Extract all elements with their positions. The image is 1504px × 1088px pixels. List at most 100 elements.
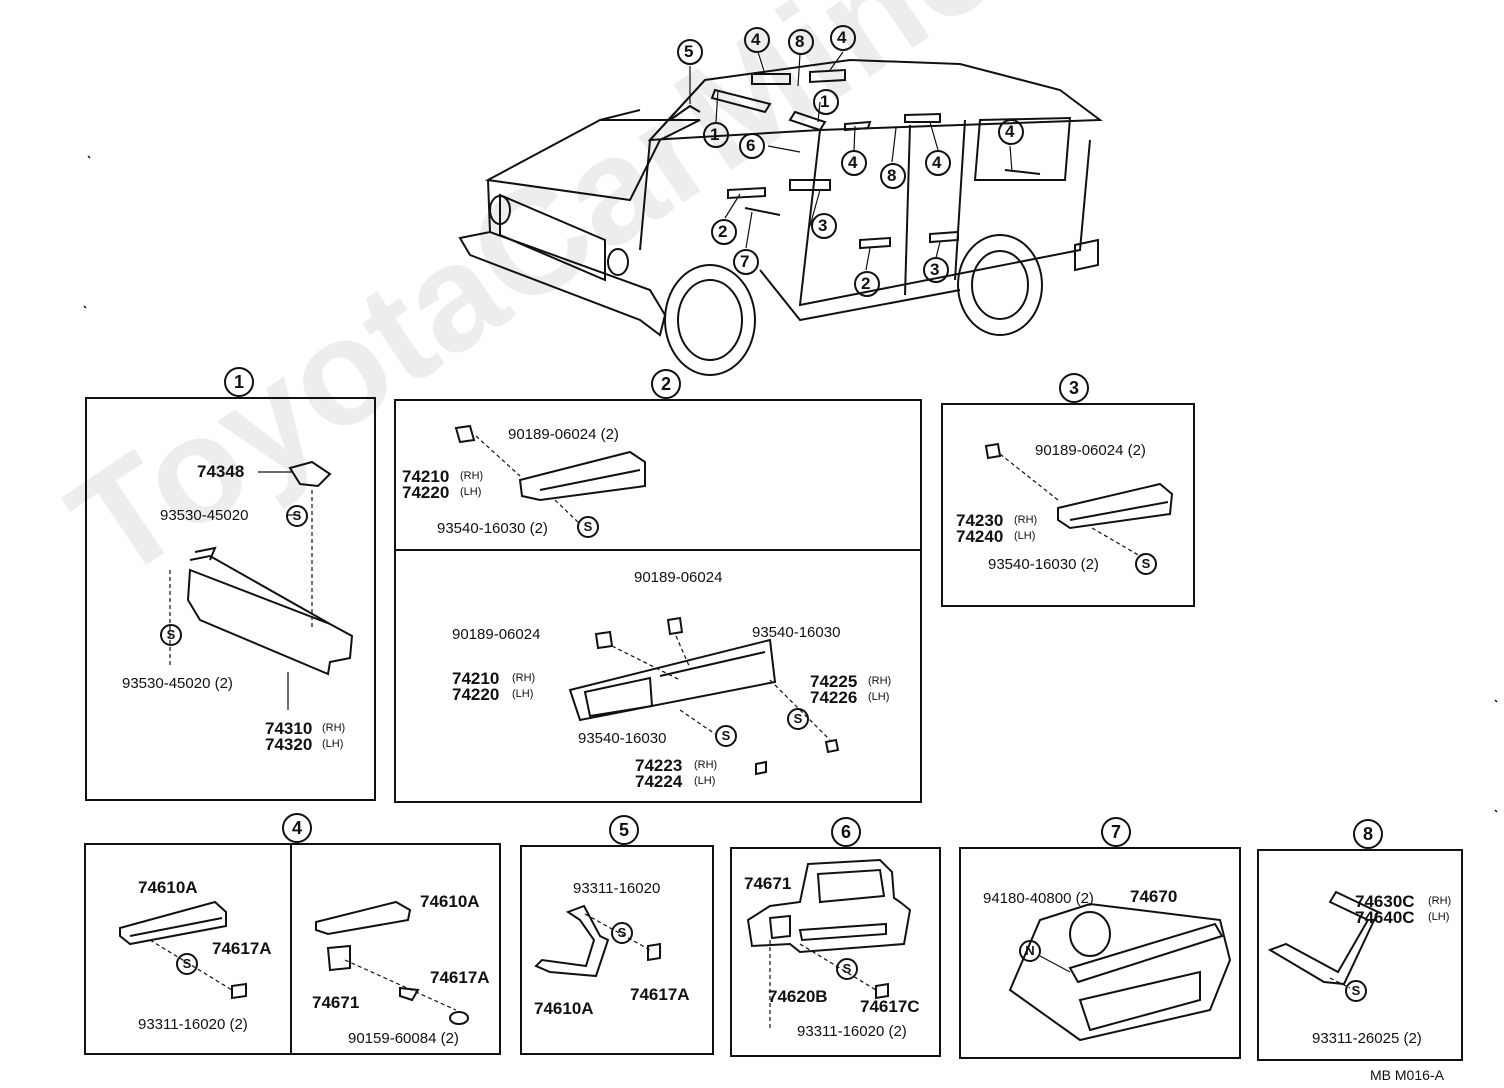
- screw-symbol: S: [787, 708, 809, 730]
- diagram-code: MB M016-A: [1370, 1067, 1444, 1083]
- section1-drawing: [169, 460, 354, 710]
- part-side: (RH): [868, 675, 892, 687]
- callout: 1: [710, 125, 720, 144]
- section3-drawing: [984, 442, 1174, 557]
- callout: 8: [887, 166, 897, 185]
- section6-drawing: [746, 858, 912, 1030]
- screw-symbol: S: [176, 953, 198, 975]
- part-number: 74617A: [630, 985, 690, 1004]
- part-number: 90159-60084 (2): [348, 1030, 459, 1047]
- part-number: 74210: [402, 467, 450, 486]
- callout: 6: [746, 136, 756, 155]
- part-number: 93311-16020 (2): [138, 1016, 248, 1033]
- part-side: (RH): [322, 722, 346, 734]
- part-side: (LH): [512, 688, 534, 700]
- part-number: 74220: [452, 685, 500, 704]
- callout: 4: [837, 28, 847, 47]
- part-side: (RH): [460, 470, 484, 482]
- part-number: 90189-06024: [634, 569, 723, 586]
- section-2-label: 2: [651, 369, 681, 399]
- section-7-label: 7: [1101, 817, 1131, 847]
- part-number: 74224: [635, 772, 683, 791]
- part-number: 74630C: [1355, 892, 1415, 911]
- callout: 4: [751, 30, 761, 49]
- section-5-label: 5: [609, 815, 639, 845]
- section-3-label: 3: [1059, 373, 1089, 403]
- section7-drawing: [1008, 902, 1232, 1042]
- part-number: 90189-06024: [452, 626, 541, 643]
- screw-symbol: S: [160, 624, 182, 646]
- part-side: (LH): [694, 775, 716, 787]
- callout: 4: [848, 153, 858, 172]
- screw-symbol: S: [577, 516, 599, 538]
- callout: 2: [718, 222, 728, 241]
- screw-symbol: S: [1345, 980, 1367, 1002]
- part-number: 93530-45020 (2): [122, 675, 233, 692]
- part-number: 74320: [265, 735, 313, 754]
- nut-symbol: N: [1019, 940, 1041, 962]
- part-number: 74610A: [138, 878, 198, 897]
- part-number: 93540-16030 (2): [437, 520, 548, 537]
- part-number: 74220: [402, 483, 450, 502]
- part-number: 74671: [744, 874, 792, 893]
- callout: 8: [795, 32, 805, 51]
- part-side: (RH): [694, 759, 718, 771]
- callout: 3: [818, 216, 828, 235]
- screw-symbol: S: [611, 922, 633, 944]
- part-number: 93530-45020: [160, 507, 249, 524]
- section-8-label: 8: [1353, 819, 1383, 849]
- part-number: 93311-26025 (2): [1312, 1030, 1422, 1047]
- part-number: 74225: [810, 672, 858, 691]
- part-side: (LH): [868, 691, 890, 703]
- screw-symbol: S: [715, 725, 737, 747]
- part-number: 93311-16020 (2): [797, 1023, 907, 1040]
- part-number: 74226: [810, 688, 858, 707]
- part-number: 74617A: [212, 939, 272, 958]
- screw-symbol: S: [1135, 553, 1157, 575]
- part-side: (LH): [322, 738, 344, 750]
- part-side: (LH): [1428, 911, 1450, 923]
- part-number: 74310: [265, 719, 313, 738]
- part-number: 90189-06024 (2): [1035, 442, 1146, 459]
- part-number: 74230: [956, 511, 1004, 530]
- section-1-label: 1: [224, 367, 254, 397]
- section2-top-drawing: [454, 424, 646, 525]
- part-number: 93540-16030: [752, 624, 841, 641]
- callout: 7: [740, 252, 750, 271]
- callout: 5: [684, 42, 694, 61]
- part-side: (LH): [1014, 530, 1036, 542]
- section-4-label: 4: [282, 813, 312, 843]
- callout: 2: [861, 274, 871, 293]
- callout: 3: [930, 260, 940, 279]
- screw-symbol: S: [836, 958, 858, 980]
- part-number: 74670: [1130, 887, 1178, 906]
- section8-drawing: [1267, 890, 1380, 989]
- part-number: 74610A: [420, 892, 480, 911]
- part-number: 74223: [635, 756, 683, 775]
- part-number: 74348: [197, 462, 245, 481]
- part-number: 74240: [956, 527, 1004, 546]
- part-number: 94180-40800 (2): [983, 890, 1094, 907]
- part-number: 90189-06024 (2): [508, 426, 619, 443]
- screw-symbol: S: [286, 505, 308, 527]
- part-side: (RH): [1014, 514, 1038, 526]
- part-number: 74671: [312, 993, 360, 1012]
- part-side: (RH): [1428, 895, 1452, 907]
- part-number: 93311-16020: [573, 880, 661, 897]
- overview-leader-lines: [689, 51, 1013, 271]
- part-side: (LH): [460, 486, 482, 498]
- part-number: 93540-16030: [578, 730, 667, 747]
- vehicle-overview-drawing: [458, 58, 1103, 376]
- callout: 4: [932, 153, 942, 172]
- part-number: 93540-16030 (2): [988, 556, 1099, 573]
- part-side: (RH): [512, 672, 536, 684]
- section2-bottom-drawing: [568, 616, 840, 776]
- section-6-label: 6: [831, 817, 861, 847]
- part-number: 74610A: [534, 999, 594, 1018]
- section4-drawing: [119, 900, 469, 1025]
- part-number: 74620B: [768, 987, 828, 1006]
- part-number: 74640C: [1355, 908, 1415, 927]
- overview-callout-circles: [677, 25, 1024, 297]
- callout: 1: [820, 92, 830, 111]
